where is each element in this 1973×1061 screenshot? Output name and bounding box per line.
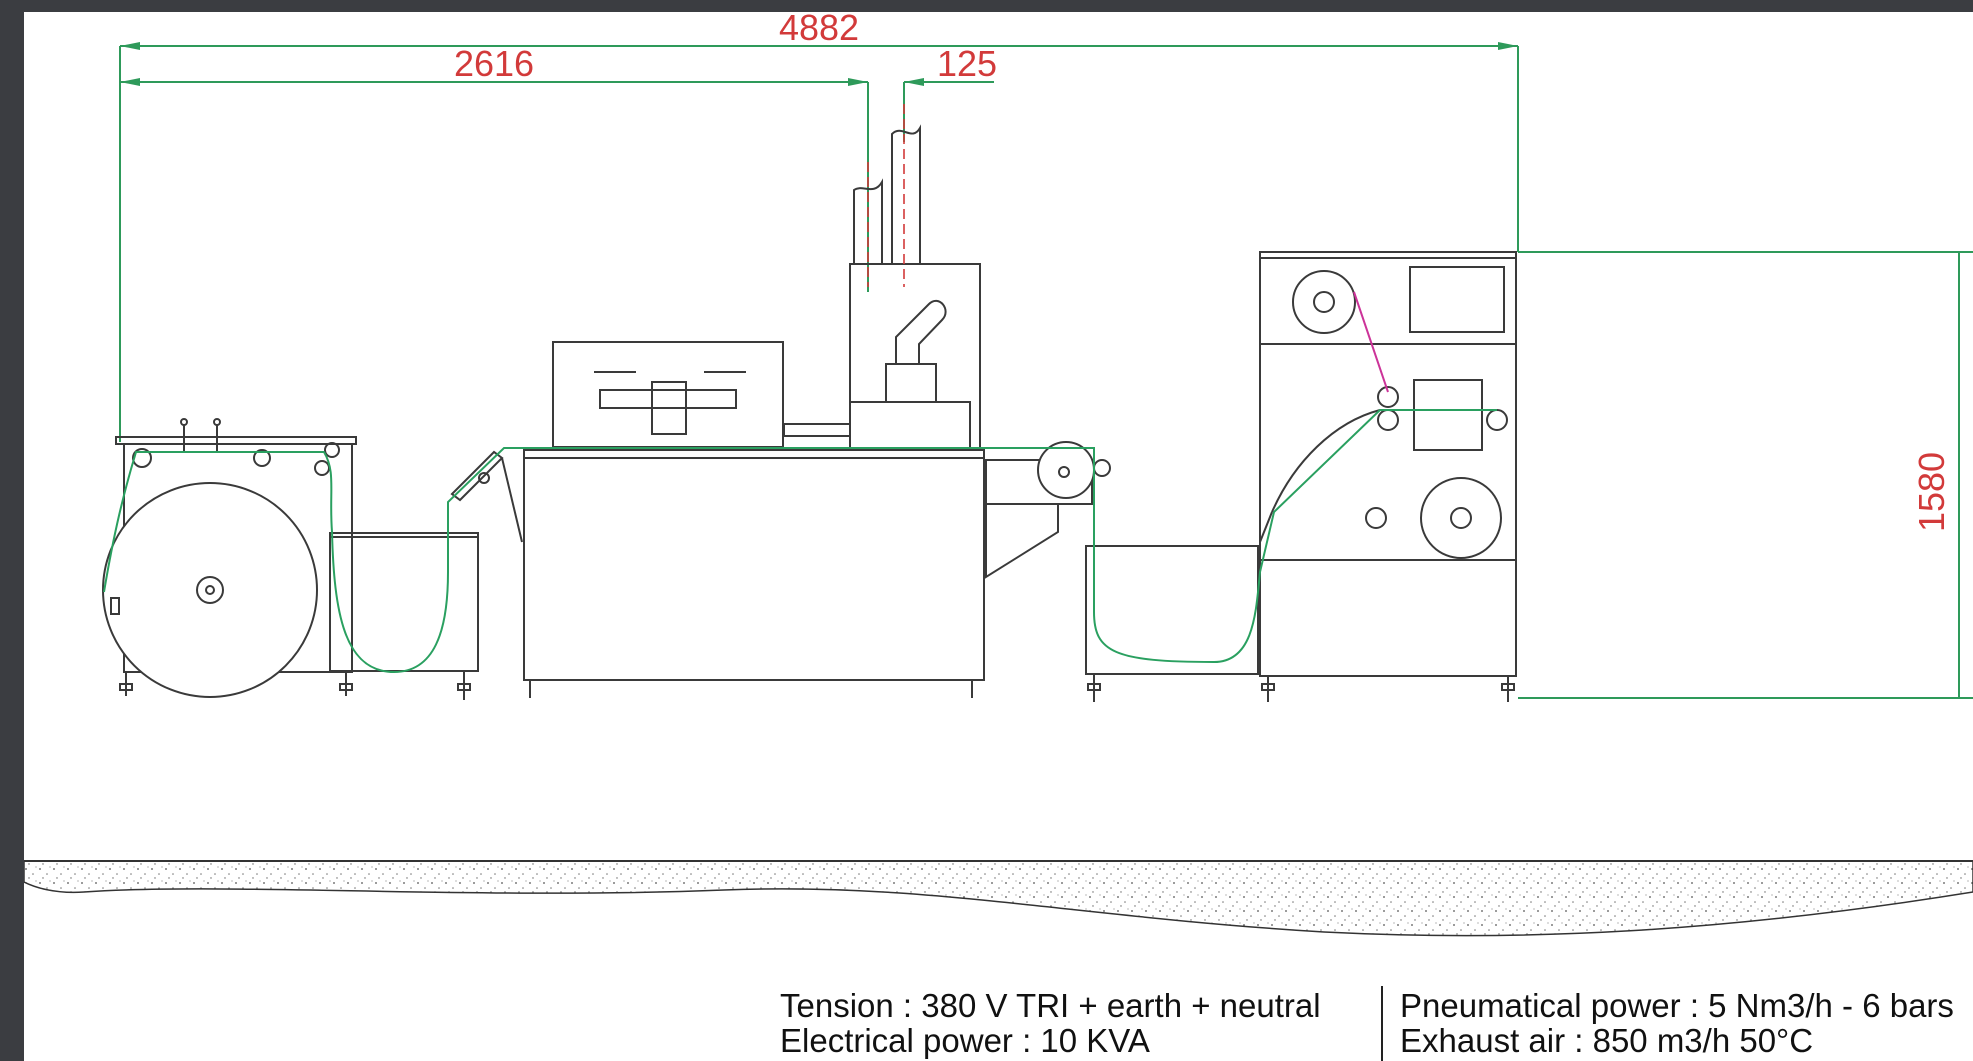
electrical-power-spec: Electrical power : 10 KVA	[780, 1022, 1150, 1059]
drawing-sheet: 4882 2616 125 1580	[24, 12, 1973, 1061]
exhaust-tower	[849, 124, 981, 451]
infeed-arm	[450, 450, 523, 543]
web-path	[103, 291, 1497, 674]
die-cutting-unit	[523, 341, 985, 698]
intermediate-roller	[985, 441, 1111, 579]
electrical-specs: Tension : 380 V TRI + earth + neutral El…	[780, 988, 1321, 1058]
pneumatic-specs: Pneumatical power : 5 Nm3/h - 6 bars Exh…	[1400, 988, 1954, 1058]
exhaust-centerlines	[867, 104, 905, 287]
unwinder-station	[102, 418, 357, 698]
dimension-unwinder-length: 2616	[454, 43, 534, 84]
dimension-exhaust-offset: 125	[937, 43, 997, 84]
dimension-total-length: 4882	[779, 12, 859, 48]
tension-spec: Tension : 380 V TRI + earth + neutral	[780, 987, 1321, 1024]
exhaust-air-spec: Exhaust air : 850 m3/h 50°C	[1400, 1022, 1814, 1059]
pneumatic-power-spec: Pneumatical power : 5 Nm3/h - 6 bars	[1400, 987, 1954, 1024]
dimension-lines	[119, 42, 1973, 699]
floor	[24, 860, 1973, 937]
rewinder-cabinet	[1259, 251, 1517, 702]
dimension-height: 1580	[1911, 452, 1952, 532]
buffer-box	[1085, 545, 1259, 702]
spec-divider	[1381, 986, 1383, 1061]
machine-layout-drawing: 4882 2616 125 1580	[24, 12, 1973, 937]
